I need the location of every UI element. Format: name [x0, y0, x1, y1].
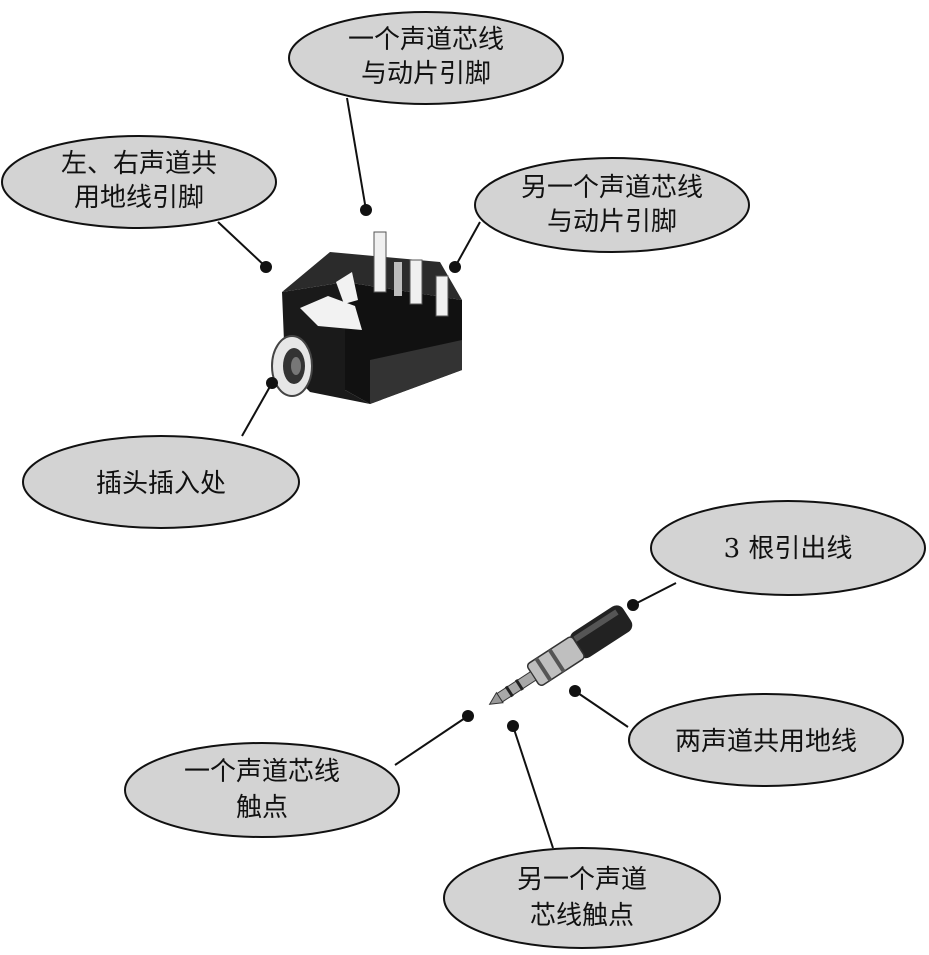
callout-text: 插头插入处	[96, 469, 226, 499]
callout-text: 3 根引出线	[724, 534, 853, 564]
anchor-dot	[360, 204, 372, 216]
anchor-dot	[266, 377, 278, 389]
callout-text: 一个声道芯线	[348, 25, 504, 55]
callout-text: 触点	[236, 793, 288, 823]
callout-plug-core2: 另一个声道 芯线触点	[443, 847, 721, 949]
anchor-dot	[627, 599, 639, 611]
leader-jack-insert	[241, 382, 273, 437]
anchor-dot	[260, 261, 272, 273]
leader-jack-core2	[454, 221, 481, 268]
callout-text: 与动片引脚	[547, 207, 677, 237]
anchor-dot	[449, 261, 461, 273]
callout-plug-core1: 一个声道芯线 触点	[124, 742, 400, 838]
callout-jack-ground: 左、右声道共 用地线引脚	[1, 135, 277, 229]
callout-jack-insert: 插头插入处	[22, 435, 300, 529]
leader-plug-core2	[512, 725, 554, 849]
leader-jack-core1	[346, 97, 367, 211]
callout-text: 左、右声道共	[61, 149, 217, 179]
callout-text: 另一个声道	[517, 865, 647, 895]
jack-socket-image	[271, 231, 462, 404]
callout-plug-wires: 3 根引出线	[650, 500, 926, 596]
anchor-dot	[569, 685, 581, 697]
leader-jack-ground	[217, 221, 267, 268]
callout-text: 两声道共用地线	[675, 727, 857, 757]
callout-text: 与动片引脚	[361, 59, 491, 89]
callout-jack-core1: 一个声道芯线 与动片引脚	[288, 11, 564, 105]
anchor-dot	[507, 720, 519, 732]
anchor-dot	[462, 710, 474, 722]
stereo-plug-image	[488, 605, 633, 705]
callout-text: 另一个声道芯线	[521, 173, 703, 203]
callout-text: 芯线触点	[530, 901, 634, 931]
callout-text: 用地线引脚	[74, 183, 204, 213]
callout-text: 一个声道芯线	[184, 757, 340, 787]
callout-jack-core2: 另一个声道芯线 与动片引脚	[474, 157, 750, 253]
callout-plug-ground: 两声道共用地线	[628, 693, 904, 787]
leader-plug-wires	[632, 582, 677, 606]
leader-plug-ground	[574, 690, 629, 728]
leader-plug-core1	[394, 715, 469, 766]
